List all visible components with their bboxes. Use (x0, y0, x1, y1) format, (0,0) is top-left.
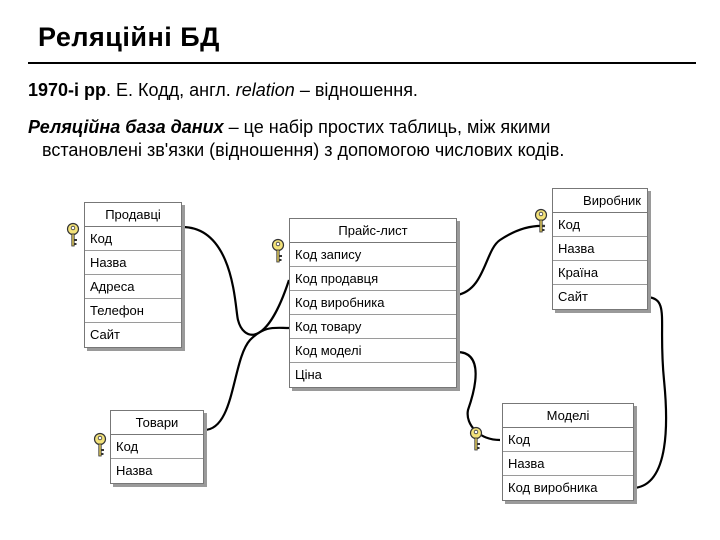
link-price-to-manufacturer (456, 224, 546, 297)
table-sellers-title: Продавці (85, 203, 181, 227)
key-icon (271, 238, 285, 263)
definition-paragraph: Реляційна база даних – це набір простих … (28, 116, 682, 162)
table-goods[interactable]: Товари Код Назва (110, 410, 204, 484)
field-seller-site: Сайт (90, 327, 120, 342)
table-price-list[interactable]: Прайс-лист Код запису Код продавця Код в… (289, 218, 457, 388)
link-goods-to-price (203, 326, 290, 432)
field-manufacturer-id: Код (553, 213, 647, 237)
field-goods-id: Код (111, 435, 203, 459)
history-text-a: . Е. Кодд, англ. (106, 80, 236, 100)
field-price: Ціна (295, 367, 322, 382)
key-icon (66, 222, 80, 247)
link-models-to-manufacturer (633, 295, 668, 490)
history-line: 1970-і рр. Е. Кодд, англ. relation – від… (28, 80, 418, 101)
field-seller-code: Код продавця (290, 267, 456, 291)
field-manufacturer-code: Код виробника (290, 291, 456, 315)
table-sellers[interactable]: Продавці Код Назва Адреса Телефон Сайт (84, 202, 182, 348)
key-icon (469, 426, 483, 451)
field-manufacturer-name: Назва (553, 237, 647, 261)
definition-term: Реляційна база даних (28, 117, 224, 137)
field-seller-name: Назва (85, 251, 181, 275)
field-goods-name: Назва (116, 463, 153, 478)
table-models[interactable]: Моделі Код Назва Код виробника (502, 403, 634, 501)
field-seller-id: Код (85, 227, 181, 251)
field-model-name: Назва (503, 452, 633, 476)
field-seller-address: Адреса (85, 275, 181, 299)
field-model-code: Код моделі (290, 339, 456, 363)
table-models-title: Моделі (503, 404, 633, 428)
relation-term: relation (235, 80, 295, 100)
year-text: 1970-і рр (28, 80, 107, 100)
definition-text-b: встановлені зв'язки (відношення) з допом… (42, 140, 565, 160)
field-manufacturer-site: Сайт (558, 289, 588, 304)
field-model-id: Код (503, 428, 633, 452)
link-seller-to-price (181, 225, 291, 336)
table-price-list-title: Прайс-лист (290, 219, 456, 243)
slide-title: Реляційні БД (38, 22, 220, 52)
field-seller-phone: Телефон (85, 299, 181, 323)
definition-text-a: – це набір простих таблиць, між якими (223, 117, 551, 137)
field-manufacturer-country: Країна (553, 261, 647, 285)
table-goods-title: Товари (111, 411, 203, 435)
table-manufacturer[interactable]: Виробник Код Назва Країна Сайт (552, 188, 648, 310)
key-icon (534, 208, 548, 233)
history-text-b: – відношення. (294, 80, 418, 100)
field-goods-code: Код товару (290, 315, 456, 339)
title-divider (28, 62, 696, 64)
link-price-to-models (456, 350, 501, 442)
field-record-id: Код запису (290, 243, 456, 267)
key-icon (93, 432, 107, 457)
field-model-manufacturer-code: Код виробника (508, 480, 598, 495)
table-manufacturer-title: Виробник (553, 189, 647, 213)
